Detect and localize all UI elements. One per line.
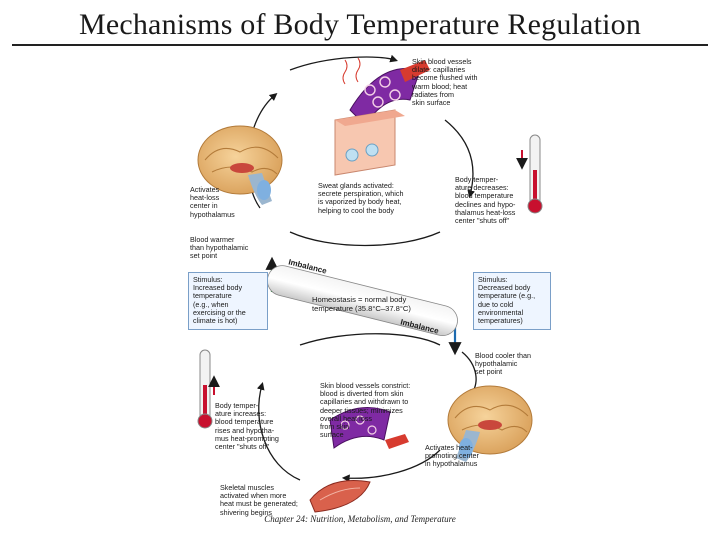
homeostasis-label: Homeostasis = normal body temperature (3… (312, 295, 411, 313)
brain-icon-bottom (447, 385, 533, 462)
title-underline (12, 44, 708, 46)
label-blood-cooler: Blood cooler than hypothalamic set point (475, 351, 531, 377)
constricted-capillaries-icon (329, 407, 409, 449)
thermometer-icon-right (516, 134, 543, 214)
lower-cycle-arrows (256, 333, 477, 483)
stimulus-decreased-box: Stimulus: Decreased body temperature (e.… (473, 272, 551, 330)
label-body-temp-decreases: Body temper- ature decreases: blood temp… (455, 175, 516, 226)
thermometer-icon-left (197, 349, 220, 429)
page-title: Mechanisms of Body Temperature Regulatio… (78, 8, 642, 41)
label-skeletal-muscles: Skeletal muscles activated when more hea… (220, 483, 298, 517)
label-activates-heat-promoting: Activates heat- promoting center in hypo… (425, 443, 479, 469)
label-sweat-glands: Sweat glands activated: secrete perspira… (318, 181, 404, 215)
footer-caption: Chapter 24: Nutrition, Metabolism, and T… (264, 514, 456, 524)
brain-icon-top (197, 125, 283, 205)
label-skin-vessels-constrict: Skin blood vessels constrict: blood is d… (320, 381, 411, 440)
label-skin-vessels-dilate: Skin blood vessels dilate: capillaries b… (412, 57, 478, 108)
skin-sweat-gland-icon (334, 109, 405, 176)
dilated-capillaries-icon (342, 57, 430, 126)
skeletal-muscle-icon (309, 479, 371, 513)
label-body-temp-increases: Body temper- ature increases: blood temp… (215, 401, 279, 452)
label-blood-warmer: Blood warmer than hypothalamic set point (190, 235, 249, 261)
stimulus-increased-box: Stimulus: Increased body temperature (e.… (188, 272, 268, 330)
label-activates-heat-loss: Activates heat-loss center in hypothalam… (190, 185, 235, 219)
